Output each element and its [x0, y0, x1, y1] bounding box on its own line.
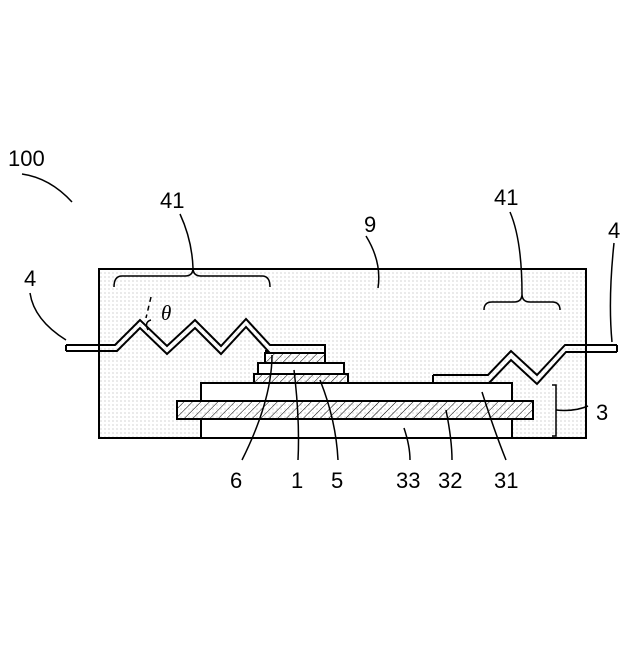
label-1: 1: [291, 468, 303, 493]
leader-41-left: [180, 214, 193, 268]
bond-layer-5: [254, 374, 348, 383]
base-layer-33: [201, 419, 512, 438]
pattern-layer-31: [201, 383, 512, 401]
label-6: 6: [230, 468, 242, 493]
label-41-left: 41: [160, 188, 184, 213]
label-100: 100: [8, 146, 45, 171]
insulator-layer-32: [177, 401, 533, 419]
label-theta: θ: [161, 301, 171, 325]
label-33: 33: [396, 468, 420, 493]
chip-layer-6: [265, 353, 325, 363]
label-31: 31: [494, 468, 518, 493]
leader-4-right: [610, 243, 614, 342]
label-41-right: 41: [494, 185, 518, 210]
label-4-left: 4: [24, 266, 36, 291]
label-3: 3: [596, 400, 608, 425]
label-4-right: 4: [608, 218, 620, 243]
leader-100: [22, 174, 72, 202]
label-32: 32: [438, 468, 462, 493]
label-9: 9: [364, 212, 376, 237]
leader-4-left: [30, 293, 66, 340]
label-5: 5: [331, 468, 343, 493]
